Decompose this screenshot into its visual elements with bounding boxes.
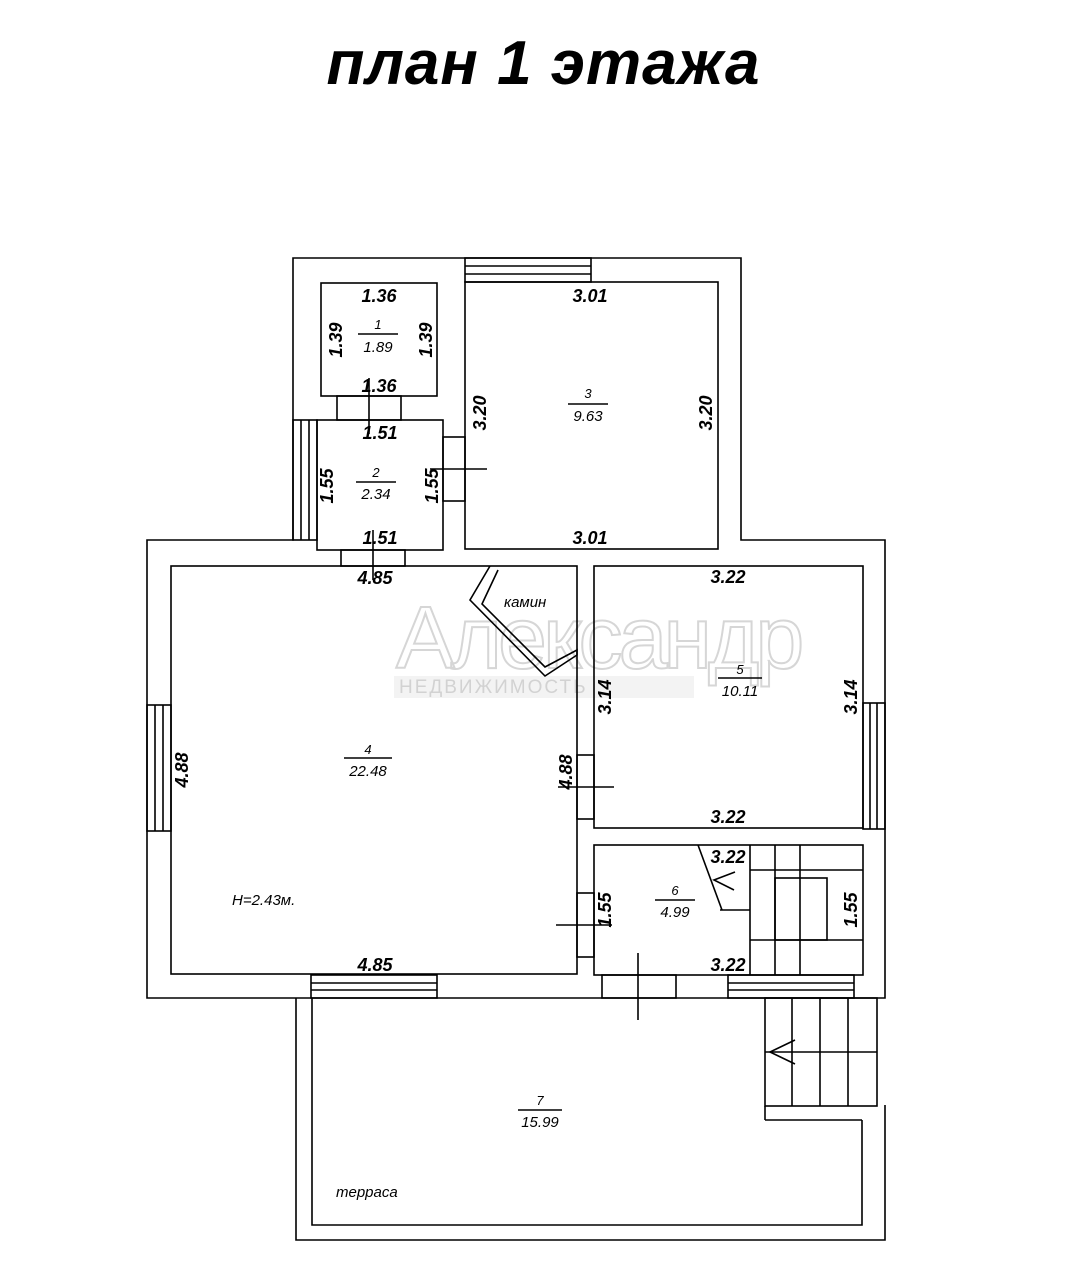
room-2-dim-left: 1.55 — [317, 468, 337, 504]
door-room6-terrace — [601, 953, 677, 1020]
room-2-area: 2.34 — [360, 486, 390, 503]
room-4-dim-right: 4.88 — [556, 754, 576, 790]
window-top — [464, 257, 592, 283]
room-1-number: 1 — [374, 317, 381, 332]
window-room5-right — [862, 702, 886, 830]
room-4-dim-left: 4.88 — [172, 752, 192, 788]
door-room2-room3 — [430, 436, 487, 502]
room-4-number: 4 — [364, 742, 371, 757]
room-2-dim-right: 1.55 — [422, 468, 442, 504]
room-5-number: 5 — [736, 662, 744, 677]
room-6-dim-top: 3.22 — [710, 847, 745, 867]
room-1-dim-left: 1.39 — [326, 322, 346, 357]
room-6-area: 4.99 — [660, 904, 690, 921]
window-room4-left — [146, 704, 172, 832]
room-1-area: 1.89 — [363, 339, 393, 356]
terrace-label: терраса — [336, 1184, 398, 1201]
fireplace-label: камин — [504, 594, 546, 611]
room-5-dim-right: 3.14 — [841, 679, 861, 714]
room-3-area: 9.63 — [573, 408, 603, 425]
room-7-area: 15.99 — [521, 1114, 559, 1131]
room-2-dim-bottom: 1.51 — [362, 528, 397, 548]
room-4-dim-bottom: 4.85 — [356, 955, 393, 975]
room-3-number: 3 — [584, 386, 592, 401]
window-room2-left — [292, 419, 318, 541]
room-2-dim-top: 1.51 — [362, 423, 397, 443]
room-6-number: 6 — [671, 883, 679, 898]
ceiling-height-label: Н=2.43м. — [232, 892, 295, 909]
window-room6-bottom — [727, 974, 855, 999]
room-6-dim-bottom: 3.22 — [710, 955, 745, 975]
watermark-sub: НЕДВИЖИМОСТЬ — [399, 677, 588, 698]
room-4-area: 22.48 — [348, 763, 387, 780]
room-6-dim-right: 1.55 — [841, 892, 861, 928]
door-room4-room5 — [558, 754, 614, 820]
room-1-dim-bottom: 1.36 — [361, 376, 397, 396]
window-room4-bottom — [310, 974, 438, 999]
plan-title: план 1 этажа — [326, 29, 761, 98]
room-4-dim-top: 4.85 — [356, 568, 393, 588]
watermark-main: Александр — [396, 588, 801, 687]
room-3-dim-right: 3.20 — [696, 395, 716, 430]
interior-stairs — [697, 844, 863, 975]
room-3-dim-top: 3.01 — [572, 286, 607, 306]
door-room4-room6 — [556, 892, 612, 958]
room-1-dim-top: 1.36 — [361, 286, 397, 306]
exterior-stairs — [764, 997, 878, 1121]
fireplace — [468, 565, 578, 678]
door-room1-room2 — [336, 378, 402, 434]
room-5-outline — [593, 565, 864, 829]
room-3-dim-bottom: 3.01 — [572, 528, 607, 548]
room-5-dim-top: 3.22 — [710, 567, 745, 587]
room-7-number: 7 — [536, 1093, 544, 1108]
outer-wall — [146, 257, 886, 999]
room-3-dim-left: 3.20 — [470, 395, 490, 430]
room-5-dim-bottom: 3.22 — [710, 807, 745, 827]
door-room2-room4 — [340, 530, 406, 580]
room-5-area: 10.11 — [722, 683, 758, 700]
watermark: Александр НЕДВИЖИМОСТЬ — [394, 587, 806, 698]
room-5-dim-left: 3.14 — [595, 679, 615, 714]
room-6-dim-left: 1.55 — [595, 892, 615, 928]
room-2-number: 2 — [371, 465, 380, 480]
room-1-dim-right: 1.39 — [416, 322, 436, 357]
terrace-outline — [295, 998, 886, 1241]
